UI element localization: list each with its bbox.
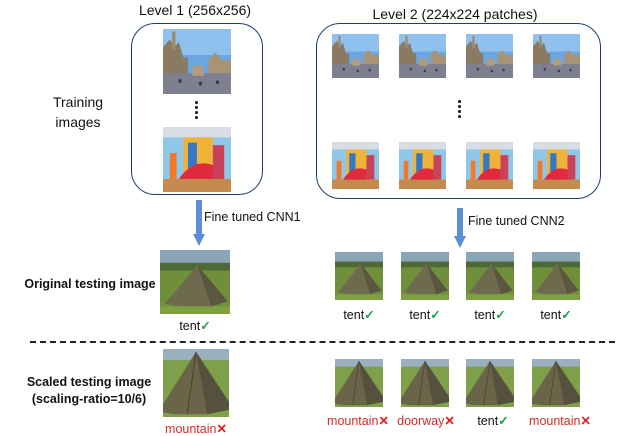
scaled-patch-4 — [532, 359, 580, 407]
caption-text: doorway — [397, 414, 445, 428]
caption-text: tent — [474, 308, 496, 322]
original-patch-1 — [335, 252, 383, 300]
caption-text: mountain — [529, 414, 581, 428]
scaled-row-label: Scaled testing image (scaling-ratio=10/6… — [14, 374, 164, 408]
caption-text: tent — [540, 308, 562, 322]
level1-header: Level 1 (256x256) — [138, 2, 252, 18]
cnn2-label: Fine tuned CNN2 — [468, 214, 565, 228]
original-level1-caption: tent✓ — [160, 318, 230, 333]
check-icon: ✓ — [498, 414, 509, 428]
check-icon: ✓ — [495, 308, 506, 322]
original-patch-caption-1: tent✓ — [330, 307, 388, 322]
training-patch-city-4 — [533, 34, 580, 78]
caption-text: mountain — [327, 414, 379, 428]
training-image-playground — [163, 127, 231, 192]
scaled-row-label-line1: Scaled testing image — [26, 375, 152, 389]
check-icon: ✓ — [561, 308, 572, 322]
level2-header: Level 2 (224x224 patches) — [372, 6, 538, 22]
check-icon: ✓ — [430, 308, 441, 322]
scaled-row-label-line2: (scaling-ratio=10/6) — [31, 392, 147, 406]
level1-training-box — [131, 23, 263, 195]
training-patch-play-1 — [332, 142, 379, 189]
caption-text: mountain — [165, 422, 217, 436]
scaled-test-image — [163, 349, 229, 417]
cross-icon: ✕ — [580, 414, 591, 428]
caption-text: tent — [477, 414, 499, 428]
scaled-patch-3 — [466, 359, 514, 407]
ellipsis-icon — [195, 101, 199, 121]
check-icon: ✓ — [200, 319, 211, 333]
original-patch-caption-3: tent✓ — [461, 307, 519, 322]
original-patch-caption-2: tent✓ — [396, 307, 454, 322]
cross-icon: ✕ — [378, 414, 389, 428]
ellipsis-icon — [458, 100, 462, 120]
original-test-image — [160, 250, 230, 314]
training-patch-play-4 — [533, 142, 580, 189]
scaled-patch-caption-2: doorway✕ — [390, 413, 462, 428]
original-patch-4 — [532, 252, 580, 300]
original-patch-3 — [466, 252, 514, 300]
check-icon: ✓ — [364, 308, 375, 322]
original-patch-2 — [401, 252, 449, 300]
scaled-patch-caption-4: mountain✕ — [520, 413, 600, 428]
scaled-patch-caption-3: tent✓ — [464, 413, 522, 428]
original-patch-caption-4: tent✓ — [527, 307, 585, 322]
training-patch-city-2 — [399, 34, 446, 78]
caption-text: tent — [179, 319, 201, 333]
scaled-patch-caption-1: mountain✕ — [318, 413, 398, 428]
training-images-label: Training images — [52, 94, 104, 130]
scaled-patch-1 — [335, 359, 383, 407]
cross-icon: ✕ — [444, 414, 455, 428]
level2-training-box — [316, 23, 601, 199]
arrow-cnn2-icon — [454, 208, 466, 248]
caption-text: tent — [409, 308, 431, 322]
training-patch-play-3 — [466, 142, 513, 189]
cnn1-label: Fine tuned CNN1 — [204, 210, 301, 224]
training-patch-play-2 — [399, 142, 446, 189]
scaled-patch-2 — [401, 359, 449, 407]
row-separator — [30, 341, 615, 343]
cross-icon: ✕ — [216, 422, 227, 436]
caption-text: tent — [343, 308, 365, 322]
training-image-city — [163, 29, 231, 94]
original-row-label: Original testing image — [24, 277, 156, 291]
scaled-level1-caption: mountain✕ — [150, 421, 242, 436]
training-patch-city-1 — [332, 34, 379, 78]
training-patch-city-3 — [466, 34, 513, 78]
arrow-cnn1-icon — [193, 200, 205, 246]
